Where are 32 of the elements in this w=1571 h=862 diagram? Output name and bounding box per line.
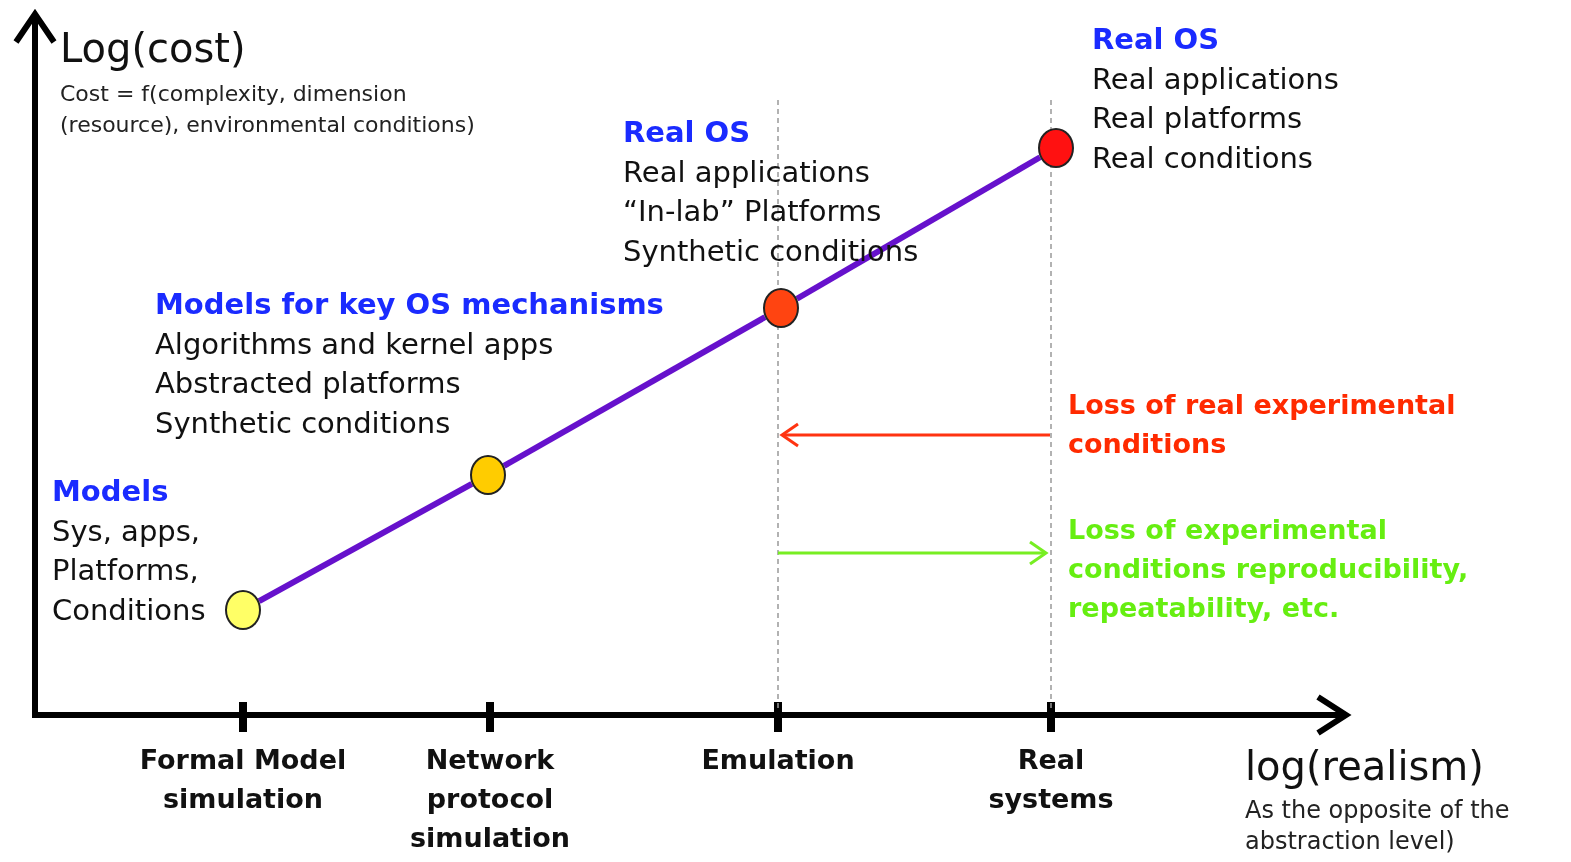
feature-text: Real platforms [1092, 100, 1304, 137]
tick-label: Emulation [700, 743, 856, 777]
connector-line [257, 481, 474, 604]
feature-text: Real conditions [1092, 139, 1314, 177]
data-point [470, 455, 506, 495]
feature-text: Abstracted platforms [155, 365, 462, 402]
category-heading: Models for key OS mechanisms [155, 286, 664, 323]
axis-title: Log(cost) [60, 24, 247, 72]
annotation-text: Loss of experimental conditions reproducibility, repeatability, etc. [1068, 513, 1470, 625]
data-point [763, 288, 799, 328]
axis-title: log(realism) [1245, 742, 1485, 790]
feature-text: Conditions [52, 591, 206, 629]
connector-line [795, 154, 1042, 302]
feature-text: Platforms, [52, 552, 200, 589]
data-point [225, 590, 261, 630]
feature-text: Real applications [623, 153, 871, 191]
tick-label: Formal Model simulation [138, 743, 348, 816]
annotation-text: Loss of real experimental conditions [1068, 388, 1457, 461]
note-text: As the opposite of the abstraction level) [1245, 795, 1511, 857]
category-heading: Models [52, 473, 170, 510]
tick-label: Real systems [987, 743, 1115, 816]
feature-text: “In-lab” Platforms [623, 193, 883, 230]
tick-label: Network protocol simulation [408, 743, 572, 855]
connector-line [502, 314, 767, 469]
feature-text: Algorithms and kernel apps [155, 325, 555, 363]
note-text: Cost = f(complexity, dimension (resource), environmental conditions) [60, 80, 476, 139]
feature-text: Sys, apps, [52, 512, 202, 550]
category-heading: Real OS [1092, 21, 1221, 58]
data-point [1038, 128, 1074, 168]
feature-text: Synthetic conditions [155, 404, 452, 442]
category-heading: Real OS [623, 114, 752, 151]
feature-text: Real applications [1092, 60, 1339, 98]
